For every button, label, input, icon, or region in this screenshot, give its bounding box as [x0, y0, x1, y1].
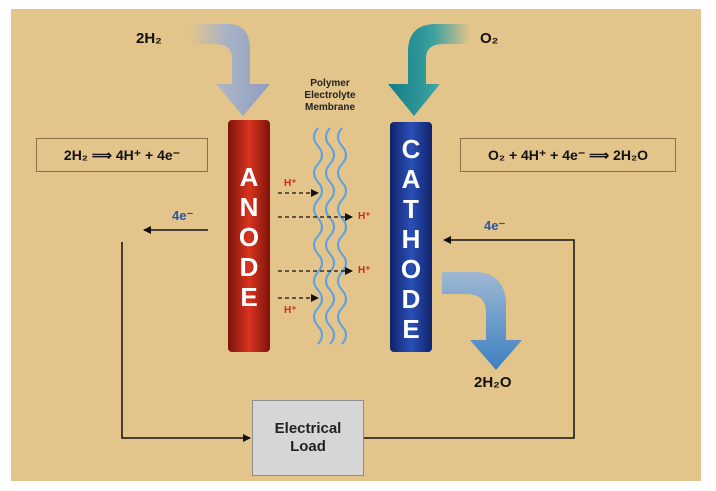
cathode-electron-label: 4e⁻ [484, 218, 506, 233]
anode-electrode [228, 120, 270, 352]
proton-arrows [278, 189, 353, 302]
load-label-line2: Load [290, 438, 326, 455]
cathode-equation: O₂ + 4H⁺ + 4e⁻ ⟹ 2H₂O [487, 146, 649, 163]
proton-label: H⁺ [358, 265, 371, 276]
load-label-line1: Electrical [274, 420, 342, 437]
hydrogen-input-label: 2H₂ [136, 30, 162, 47]
wire-right [364, 236, 575, 439]
membrane-label-line2: Electrolyte [304, 90, 356, 101]
cathode-letter: O [400, 254, 422, 284]
h2-inlet-arrow [190, 24, 270, 116]
anode-letter: A [239, 162, 259, 192]
membrane-lines [313, 127, 347, 345]
cathode-letter: E [402, 314, 420, 344]
proton-label: H⁺ [284, 178, 297, 189]
membrane-label-line1: Polymer [310, 78, 350, 89]
wire-left [121, 242, 251, 442]
cathode-letter: H [401, 224, 421, 254]
cathode-letter: T [403, 194, 419, 224]
anode-letter: N [239, 192, 259, 222]
cathode-electrode [390, 122, 432, 352]
cathode-letters: C A T H O D E [392, 134, 430, 344]
proton-label: H⁺ [358, 211, 371, 222]
anode-letter: E [240, 282, 258, 312]
o2-inlet-arrow [388, 24, 470, 116]
anode-letter: O [238, 222, 260, 252]
anode-letter: D [239, 252, 259, 282]
proton-label: H⁺ [284, 305, 297, 316]
membrane-label-line3: Membrane [304, 102, 355, 113]
water-outlet-arrow [442, 272, 522, 370]
cathode-letter: C [401, 134, 421, 164]
cathode-equation-box: O₂ + 4H⁺ + 4e⁻ ⟹ 2H₂O [460, 138, 676, 172]
electrical-load-box: Electrical Load [252, 400, 364, 476]
membrane-label: Polymer Electrolyte Membrane [290, 78, 370, 114]
external-circuit [121, 226, 575, 442]
water-output-label: 2H₂O [474, 374, 512, 391]
cathode-letter: A [401, 164, 421, 194]
anode-equation: 2H₂ ⟹ 4H⁺ + 4e⁻ [63, 146, 181, 163]
anode-letters: A N O D E [230, 162, 268, 312]
cathode-letter: D [401, 284, 421, 314]
anode-electron-label: 4e⁻ [172, 208, 194, 223]
anode-equation-box: 2H₂ ⟹ 4H⁺ + 4e⁻ [36, 138, 208, 172]
oxygen-input-label: O₂ [480, 30, 499, 47]
